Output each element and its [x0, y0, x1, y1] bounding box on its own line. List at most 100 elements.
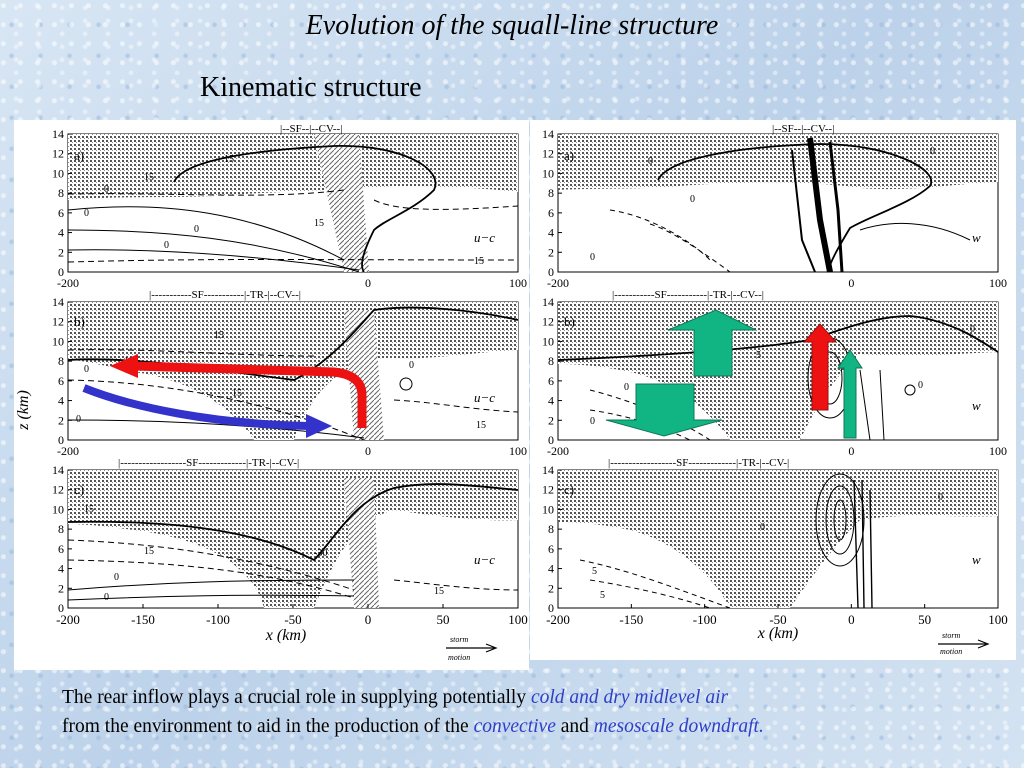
contour-label: 0	[104, 592, 109, 603]
field-label: w	[972, 398, 981, 413]
caption-line1-text: The rear inflow plays a crucial role in …	[62, 687, 531, 708]
y-tick-label: 10	[542, 334, 554, 348]
y-tick-label: 2	[58, 413, 64, 427]
panel-label: c)	[74, 482, 84, 497]
right-panel-a: a) w |--SF--|--CV--| 0 0 0 0	[557, 123, 999, 273]
contour-label: 15	[476, 420, 486, 431]
contour-label: 0	[970, 324, 975, 335]
right-panel-b: b) w |-----------SF-----------|-TR-|--CV…	[557, 289, 999, 441]
contour-label: 5	[756, 350, 761, 361]
contour-label: 0	[84, 208, 89, 219]
front-inflow-arrowhead	[306, 414, 332, 438]
caption-and: and	[555, 716, 594, 737]
rear-inflow-arrowhead	[110, 354, 138, 378]
field-label: u−c	[474, 390, 495, 405]
contour-label: -30	[314, 548, 327, 559]
y-tick-label: 14	[52, 463, 64, 477]
y-tick-label: 8	[58, 522, 64, 536]
caption-emphasis-cold-dry-air: cold and dry midlevel air	[530, 687, 729, 708]
x-tick-label: -50	[769, 612, 786, 627]
y-tick-label: 12	[52, 483, 64, 497]
region-header: |------------------SF-------------|-TR-|…	[608, 457, 789, 469]
y-tick-label: 0	[58, 265, 64, 279]
field-label: w	[972, 230, 981, 245]
y-tick-label: 2	[548, 245, 554, 259]
contour-label: 15	[84, 504, 94, 515]
left-figure-svg: z (km) a) u−c |--SF--|--CV--| 15 15 0 0 …	[15, 123, 528, 662]
x-end-tick-label: 0	[365, 276, 371, 290]
right-figure-w: a) w |--SF--|--CV--| 0 0 0 0 b) w |-----…	[530, 120, 1016, 660]
contour-label: 0	[624, 382, 629, 393]
x-tick-label: 100	[508, 612, 528, 627]
x-tick-label: 50	[918, 612, 931, 627]
left-panel-a: a) u−c |--SF--|--CV--| 15 15 0 0 0 0 15 …	[67, 123, 519, 273]
x-end-tick-label: 0	[365, 444, 371, 458]
front-updraft-arrow	[837, 349, 863, 439]
contour-label: 0	[590, 252, 595, 263]
right-panel-c: c) w |------------------SF-------------|…	[557, 457, 999, 609]
y-tick-label: 6	[548, 206, 554, 220]
x-tick-label: -100	[206, 612, 230, 627]
y-tick-label: 8	[58, 354, 64, 368]
x-end-tick-label: 100	[989, 276, 1007, 290]
y-tick-label: 4	[548, 562, 554, 576]
x-end-tick-label: -200	[57, 276, 79, 290]
panel-label: c)	[564, 482, 574, 497]
contour-label: 0	[409, 360, 414, 371]
contour-label: 5	[600, 590, 605, 601]
y-tick-label: 0	[58, 433, 64, 447]
contour-label: 0	[938, 492, 943, 503]
x-tick-label: -150	[619, 612, 643, 627]
y-tick-label: 8	[548, 522, 554, 536]
y-tick-label: 10	[52, 334, 64, 348]
front-inflow-arrow	[82, 384, 310, 430]
y-tick-label: 0	[548, 433, 554, 447]
x-tick-label: -50	[284, 612, 301, 627]
contour-label: 15	[224, 154, 234, 165]
caption-emphasis-convective: convective	[473, 716, 556, 737]
x-tick-label: -200	[56, 612, 80, 627]
contour-label: 0	[590, 416, 595, 427]
field-label: u−c	[474, 230, 495, 245]
storm-motion-indicator: storm motion	[446, 635, 498, 662]
y-tick-label: 10	[52, 166, 64, 180]
y-tick-label: 8	[58, 186, 64, 200]
y-tick-label: 8	[548, 186, 554, 200]
x-end-tick-label: -200	[547, 276, 569, 290]
y-tick-label: 6	[58, 206, 64, 220]
y-tick-label: 12	[542, 147, 554, 161]
y-tick-label: 6	[548, 374, 554, 388]
storm-motion-text: motion	[448, 653, 470, 662]
left-panel-b: b) u−c |-----------SF-----------|-TR-|--…	[67, 289, 519, 441]
x-tick-label: 50	[437, 612, 450, 627]
x-tick-label: -150	[131, 612, 155, 627]
y-tick-label: 4	[548, 394, 554, 408]
contour-label: 5	[592, 566, 597, 577]
region-header: |--SF--|--CV--|	[280, 123, 342, 135]
y-axis-label: z (km)	[15, 390, 32, 431]
field-label: u−c	[474, 552, 495, 567]
x-end-tick-label: -200	[547, 444, 569, 458]
contour-label: 15	[314, 218, 324, 229]
y-tick-label: 12	[542, 315, 554, 329]
region-header: |------------------SF-------------|-TR-|…	[118, 457, 299, 469]
y-tick-label: 14	[542, 295, 554, 309]
mesoscale-updraft-arrow	[667, 309, 757, 377]
panel-label: b)	[74, 314, 85, 329]
y-tick-label: 0	[58, 601, 64, 615]
region-header: |--SF--|--CV--|	[772, 123, 834, 135]
contour-label: 0	[690, 194, 695, 205]
y-tick-label: 2	[58, 581, 64, 595]
y-tick-label: 10	[52, 502, 64, 516]
y-tick-label: 14	[52, 127, 64, 141]
convective-updraft-arrow	[802, 323, 838, 411]
region-header: |-----------SF-----------|-TR-|--CV--|	[612, 289, 764, 301]
panel-label: b)	[564, 314, 575, 329]
contour-label: 0	[84, 364, 89, 375]
contour-label: 0	[164, 240, 169, 251]
y-tick-label: 14	[52, 295, 64, 309]
slide-subtitle: Kinematic structure	[200, 72, 422, 103]
left-panel-c: c) u−c |------------------SF------------…	[67, 457, 519, 609]
